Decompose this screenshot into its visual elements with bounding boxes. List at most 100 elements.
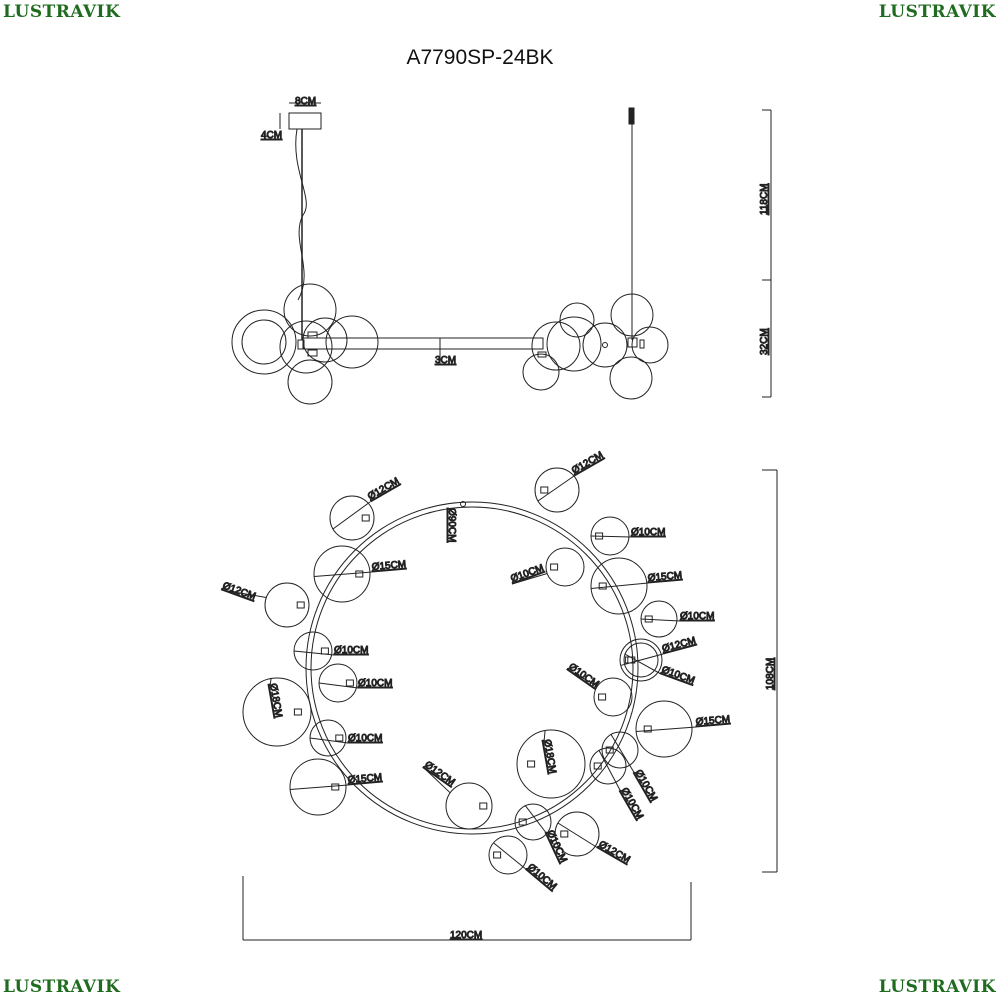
socket [335,734,344,742]
leader-line [537,475,575,502]
leader-line [269,678,272,687]
side-view: 8CM 4CM 3CM 118CM 32CM [231,96,772,405]
socket [345,679,354,687]
globe-center-dot [602,342,608,348]
globe [610,293,654,337]
logo-bottom-left: LUSTRAVIK [3,977,121,997]
socket [307,331,318,339]
globe [593,677,633,717]
socket [540,486,549,494]
globe [445,782,493,830]
leader-line [636,726,697,732]
wire-clamp [628,107,635,125]
leader-line [511,573,548,585]
leader-line [423,767,451,794]
socket [307,349,318,357]
globe-diameter-label: Ø10CM [566,661,601,690]
globe-diameter-label: Ø10CM [631,527,665,538]
total-width-label: 120CM [450,930,482,941]
horizontal-bar [302,337,544,350]
globe-diameter-label: Ø15CM [647,570,682,584]
globe [531,321,581,371]
globe [488,835,528,875]
globe [242,677,312,747]
globe [609,356,653,400]
globe [279,320,333,374]
socket [598,693,607,701]
canopy-width-label: 8CM [295,96,316,107]
globe-diameter-label: Ø10CM [509,563,545,585]
globe-diameter-label: Ø15CM [371,559,406,573]
leader-line [640,618,681,622]
globe [590,557,648,615]
globe-diameter-label: Ø10CM [348,733,382,744]
globe [601,731,639,769]
socket [627,337,638,348]
socket [560,830,569,838]
globe-diameter-label: Ø10CM [544,829,569,865]
ring-outer [305,501,639,835]
body-height-label: 32CM [759,328,770,355]
leader-line [332,501,371,530]
globe [514,803,552,841]
socket [296,601,305,609]
socket [550,563,559,571]
leader-line [610,734,636,775]
globe-diameter-label: Ø18CM [541,739,558,775]
logo-top-right: LUSTRAVIK [878,2,996,22]
globe [302,317,348,363]
globe [287,359,333,405]
leader-line [567,669,598,687]
socket [355,570,364,578]
globe [231,309,297,375]
globe [325,315,379,369]
globe-diameter-label: Ø10CM [660,664,696,686]
socket [639,339,645,349]
globe [546,316,602,372]
globe-diameter-label: Ø10CM [680,611,714,622]
model-title: A7790SP-24BK [406,46,554,69]
socket [643,725,652,733]
socket [537,351,547,358]
top-view: Ø90CM 108CM 120CM Ø12CMØ15CMØ12CMØ10CMØ1… [220,449,778,942]
globe-diameter-label: Ø12CM [422,759,457,788]
socket [527,760,536,768]
bar-thickness-label: 3CM [435,355,456,366]
leader-line [314,571,373,577]
globe-diameter-label: Ø18CM [267,683,284,719]
globe [623,642,659,678]
globe-diameter-label: Ø12CM [661,635,697,655]
globe [589,747,627,785]
globe [631,326,669,364]
socket [297,339,305,350]
leader-line [620,653,664,666]
globe-diameter-label: Ø12CM [221,580,257,602]
globe-diameter-label: Ø10CM [525,862,558,893]
socket [644,615,653,623]
canopy-height-label: 4CM [261,130,282,141]
globe [283,283,337,337]
globe [559,302,595,338]
socket [605,746,614,754]
socket [293,708,302,716]
socket [493,851,502,859]
socket [627,656,636,664]
logo-bottom-right: LUSTRAVIK [878,977,996,997]
socket [320,647,329,655]
globe-diameter-label: Ø12CM [570,450,605,477]
globe [545,547,585,587]
power-cable [295,128,307,301]
leader-line [557,822,599,849]
cable-length-label: 118CM [759,184,770,216]
globe-diameter-label: Ø10CM [334,645,368,656]
leader-line [290,784,349,790]
globe [289,758,347,816]
leader-line [598,750,622,793]
globe-diameter-label: Ø12CM [366,476,401,503]
globe [554,811,600,857]
ring-diameter-label: Ø90CM [446,508,457,542]
leader-line [524,805,548,835]
socket [361,514,370,522]
canopy [288,112,322,130]
